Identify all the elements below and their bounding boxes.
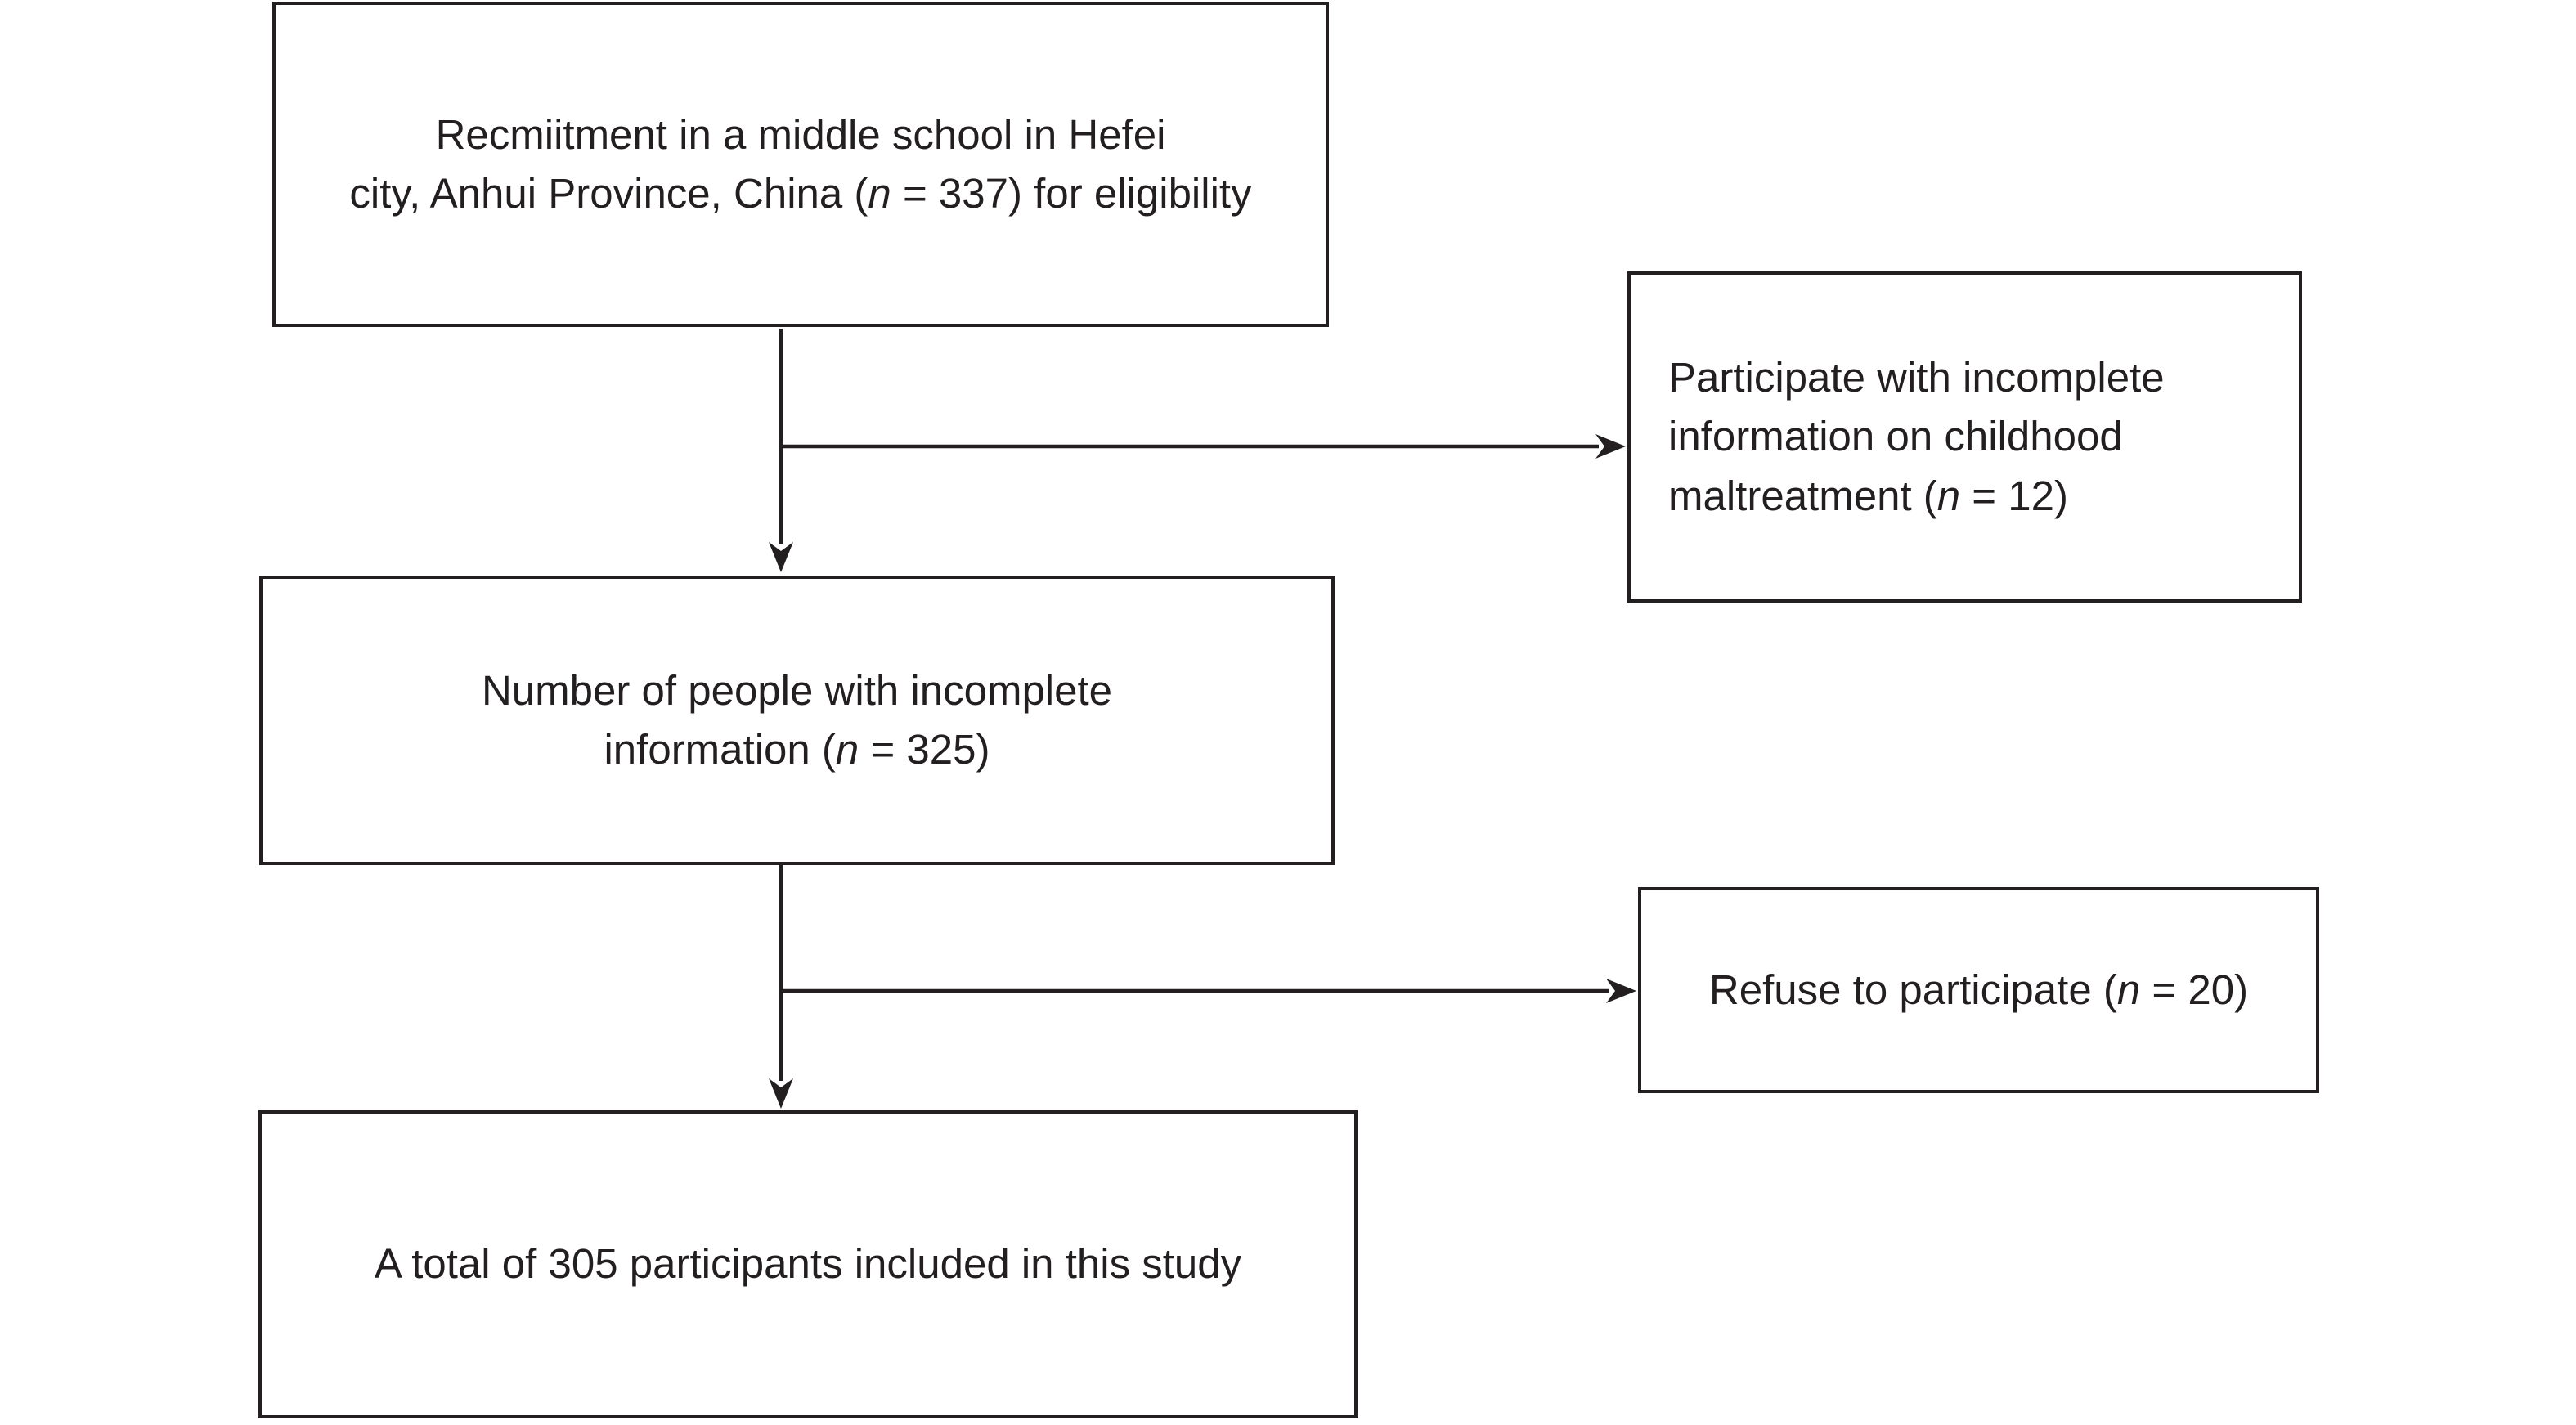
flow-box-total-included-text: A total of 305 participants included in …	[374, 1240, 1242, 1288]
arrowhead-right-icon	[1595, 434, 1626, 459]
arrow-incomplete-information-to-included	[769, 865, 793, 1109]
flow-box-refused-participation-text: Refuse to participate (n = 20)	[1708, 966, 2249, 1013]
flow-box-refused-participation: Refuse to participate (n = 20)	[1638, 887, 2319, 1093]
arrowhead-down-icon	[769, 542, 793, 572]
arrow-branch-to-refused	[781, 979, 1636, 1003]
arrow-branch-to-excluded-maltreatment	[781, 434, 1626, 459]
arrow-recruitment-to-incomplete-information	[769, 329, 793, 572]
arrowhead-right-icon	[1606, 979, 1636, 1003]
arrowhead-down-icon	[769, 1078, 793, 1109]
flow-box-total-included: A total of 305 participants included in …	[258, 1110, 1358, 1418]
